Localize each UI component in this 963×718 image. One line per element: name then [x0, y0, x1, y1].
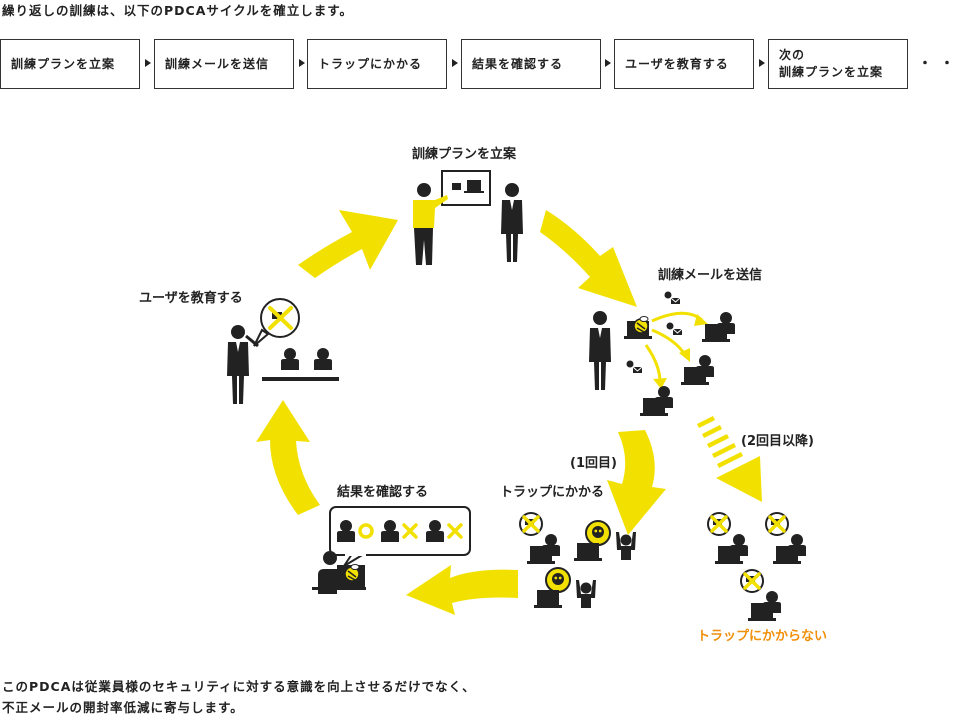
intro-text: 繰り返しの訓練は、以下のPDCAサイクルを確立します。: [2, 3, 354, 18]
cycle-arrows: [256, 210, 666, 615]
outro-line-2: 不正メールの開封率低減に寄与します。: [2, 700, 244, 715]
plan-scene: [413, 170, 523, 265]
flow-step-send: 訓練メールを送信: [154, 39, 294, 89]
flow-arrow-icon: [452, 59, 458, 67]
trap-scene: [518, 511, 636, 608]
flow-arrow-icon: [605, 59, 611, 67]
pdca-flow: 訓練プランを立案 訓練メールを送信 トラップにかかる 結果を確認する ユーザを教…: [0, 39, 963, 91]
flow-ellipsis: ・・・: [918, 56, 963, 72]
label-trap: トラップにかかる: [500, 485, 604, 500]
label-first-time: (1回目): [570, 456, 617, 471]
flow-arrow-icon: [759, 59, 765, 67]
flow-arrow-icon: [145, 59, 151, 67]
flow-step-check: 結果を確認する: [461, 39, 601, 89]
label-second-time: (2回目以降): [741, 433, 814, 449]
cycle-arrow-send-to-trap: [607, 430, 666, 535]
flow-arrow-icon: [299, 59, 305, 67]
cycle-arrow-trap-to-check: [406, 565, 518, 615]
label-no-trap: トラップにかからない: [697, 629, 827, 644]
striped-arrow: [696, 415, 762, 502]
label-educate: ユーザを教育する: [139, 290, 243, 306]
label-check: 結果を確認する: [337, 484, 428, 500]
flow-step-next-plan: 次の 訓練プランを立案: [768, 39, 908, 89]
outro-line-1: このPDCAは従業員様のセキュリティに対する意識を向上させるだけでなく、: [2, 679, 476, 694]
check-scene: [312, 506, 471, 594]
cycle-arrow-educate-to-plan: [298, 210, 398, 278]
flow-step-trap: トラップにかかる: [307, 39, 447, 89]
flow-step-educate: ユーザを教育する: [614, 39, 754, 89]
label-plan: 訓練プランを立案: [412, 146, 517, 162]
cycle-arrow-check-to-educate: [256, 400, 320, 515]
outro-text: このPDCAは従業員様のセキュリティに対する意識を向上させるだけでなく、 不正メ…: [2, 676, 476, 718]
no-trap-scene: [706, 511, 806, 621]
send-scene: [589, 291, 735, 417]
label-send: 訓練メールを送信: [658, 267, 762, 283]
educate-scene: [227, 298, 339, 404]
flow-step-plan: 訓練プランを立案: [0, 39, 140, 89]
cycle-arrow-plan-to-send: [540, 210, 637, 307]
